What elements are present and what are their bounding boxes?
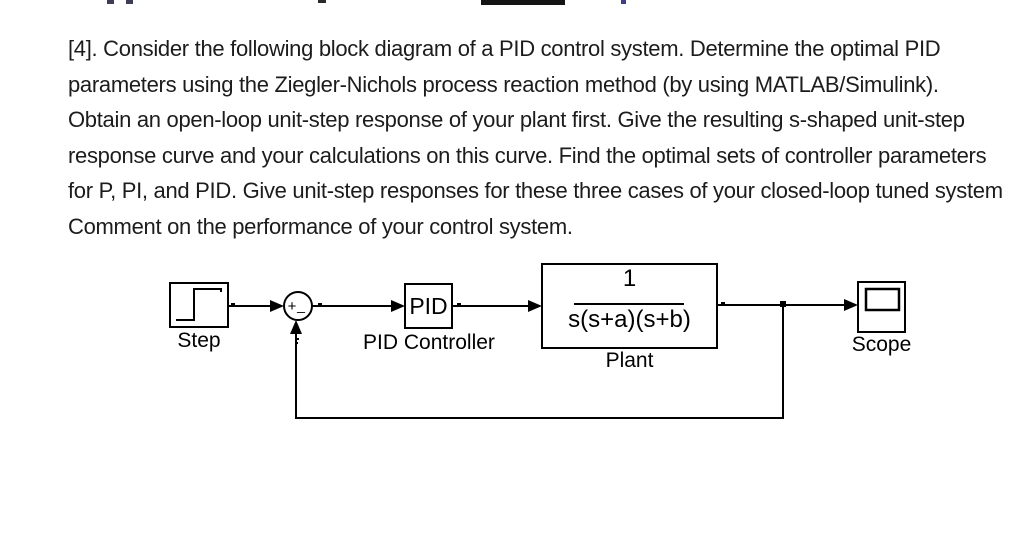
signal-line-pid-to-plant: [452, 300, 542, 312]
signal-line-plant-to-scope: [717, 299, 858, 311]
step-block: [169, 282, 229, 328]
step-waveform-icon: [176, 288, 222, 321]
arrowhead-icon: [290, 320, 302, 334]
problem-line-3: Obtain an open-loop unit-step response o…: [68, 107, 965, 133]
cut-off-text-remnant: [107, 0, 114, 4]
cut-off-fraction-bar-remnant: [481, 0, 565, 5]
scope-block: [857, 281, 906, 333]
plant-block-label: Plant: [605, 349, 654, 372]
step-block-label: Step: [177, 329, 221, 352]
scope-screen-icon: [864, 287, 901, 312]
cut-off-text-remnant: [621, 0, 626, 4]
branch-point-dot: [780, 301, 786, 307]
pid-block-text: PID: [409, 293, 448, 319]
arrowhead-icon: [270, 300, 284, 312]
signal-line-step-to-sum: [228, 300, 284, 312]
sum-plus-sign: +: [288, 298, 297, 315]
problem-line-4: response curve and your calculations on …: [68, 142, 987, 168]
problem-line-6: Comment on the performance of your contr…: [68, 213, 573, 239]
problem-line-2: parameters using the Ziegler-Nichols pro…: [68, 71, 939, 97]
cut-off-text-remnant: [318, 0, 326, 3]
plant-numerator: 1: [622, 265, 637, 292]
sum-junction: + _: [283, 291, 313, 321]
scope-block-label: Scope: [851, 333, 912, 356]
arrowhead-icon: [528, 300, 542, 312]
cut-off-text-remnant: [126, 0, 133, 4]
signal-line-sum-to-pid: [312, 300, 405, 312]
plant-denominator: s(s+a)(s+b): [568, 306, 691, 333]
pid-controller-label: PID Controller: [363, 331, 495, 354]
arrowhead-icon: [391, 300, 405, 312]
problem-statement: [4]. Consider the following block diagra…: [68, 31, 1024, 245]
problem-line-5: for P, PI, and PID. Give unit-step respo…: [68, 178, 1003, 204]
sum-minus-sign: _: [296, 297, 305, 313]
problem-line-1: [4]. Consider the following block diagra…: [68, 36, 941, 61]
arrowhead-icon: [844, 299, 858, 311]
feedback-line: [290, 305, 784, 419]
